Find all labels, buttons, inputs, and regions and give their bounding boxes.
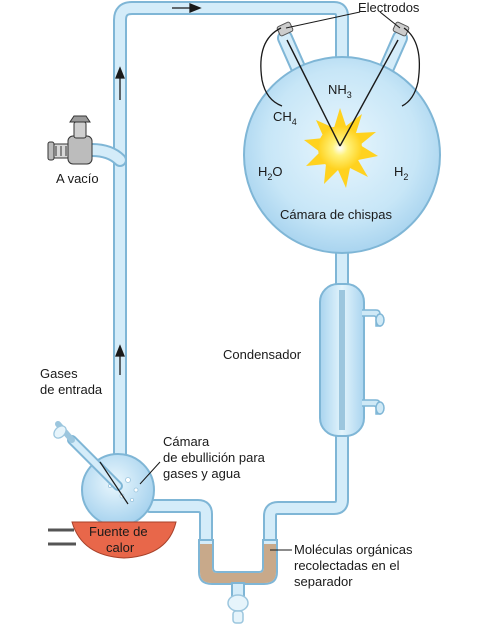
organic-molecules-callout: Moléculas orgánicas recolectadas en el s…: [270, 542, 413, 589]
boiling-flask: [53, 421, 155, 527]
organic-molecules-label-1: Moléculas orgánicas: [294, 542, 413, 557]
condenser-label: Condensador: [223, 347, 302, 362]
h2-label: H2: [394, 164, 408, 182]
boiling-chamber-label-2: de ebullición para: [163, 450, 266, 465]
h2o-label: H2O: [258, 164, 283, 182]
boiling-chamber-label-1: Cámara: [163, 434, 210, 449]
boiling-chamber-callout: Cámara de ebullición para gases y agua: [139, 434, 266, 485]
spark-chamber: [243, 21, 441, 254]
flow-arrows: [115, 3, 202, 375]
heat-source: Fuente de calor: [48, 521, 177, 559]
nh3-label: NH3: [328, 82, 352, 100]
spark: [304, 108, 378, 188]
vacuum-label: A vacío: [56, 171, 99, 186]
ch4-label: CH4: [273, 109, 297, 127]
input-gases-label-2: de entrada: [40, 382, 103, 397]
electrodes-label: Electrodos: [358, 0, 420, 15]
organic-molecules-label-3: separador: [294, 574, 353, 589]
spark-chamber-label: Cámara de chispas: [280, 207, 392, 222]
condenser: [319, 283, 385, 437]
boiling-chamber-label-3: gases y agua: [163, 466, 241, 481]
input-gases-label-1: Gases: [40, 366, 78, 381]
heat-source-label-2: calor: [106, 540, 135, 555]
vacuum-stopcock: [47, 115, 93, 165]
organic-molecules-label-2: recolectadas en el: [294, 558, 400, 573]
electrodes-callout: Electrodos: [285, 0, 420, 29]
separator-trap: [198, 539, 278, 624]
heat-source-label-1: Fuente de: [89, 524, 148, 539]
